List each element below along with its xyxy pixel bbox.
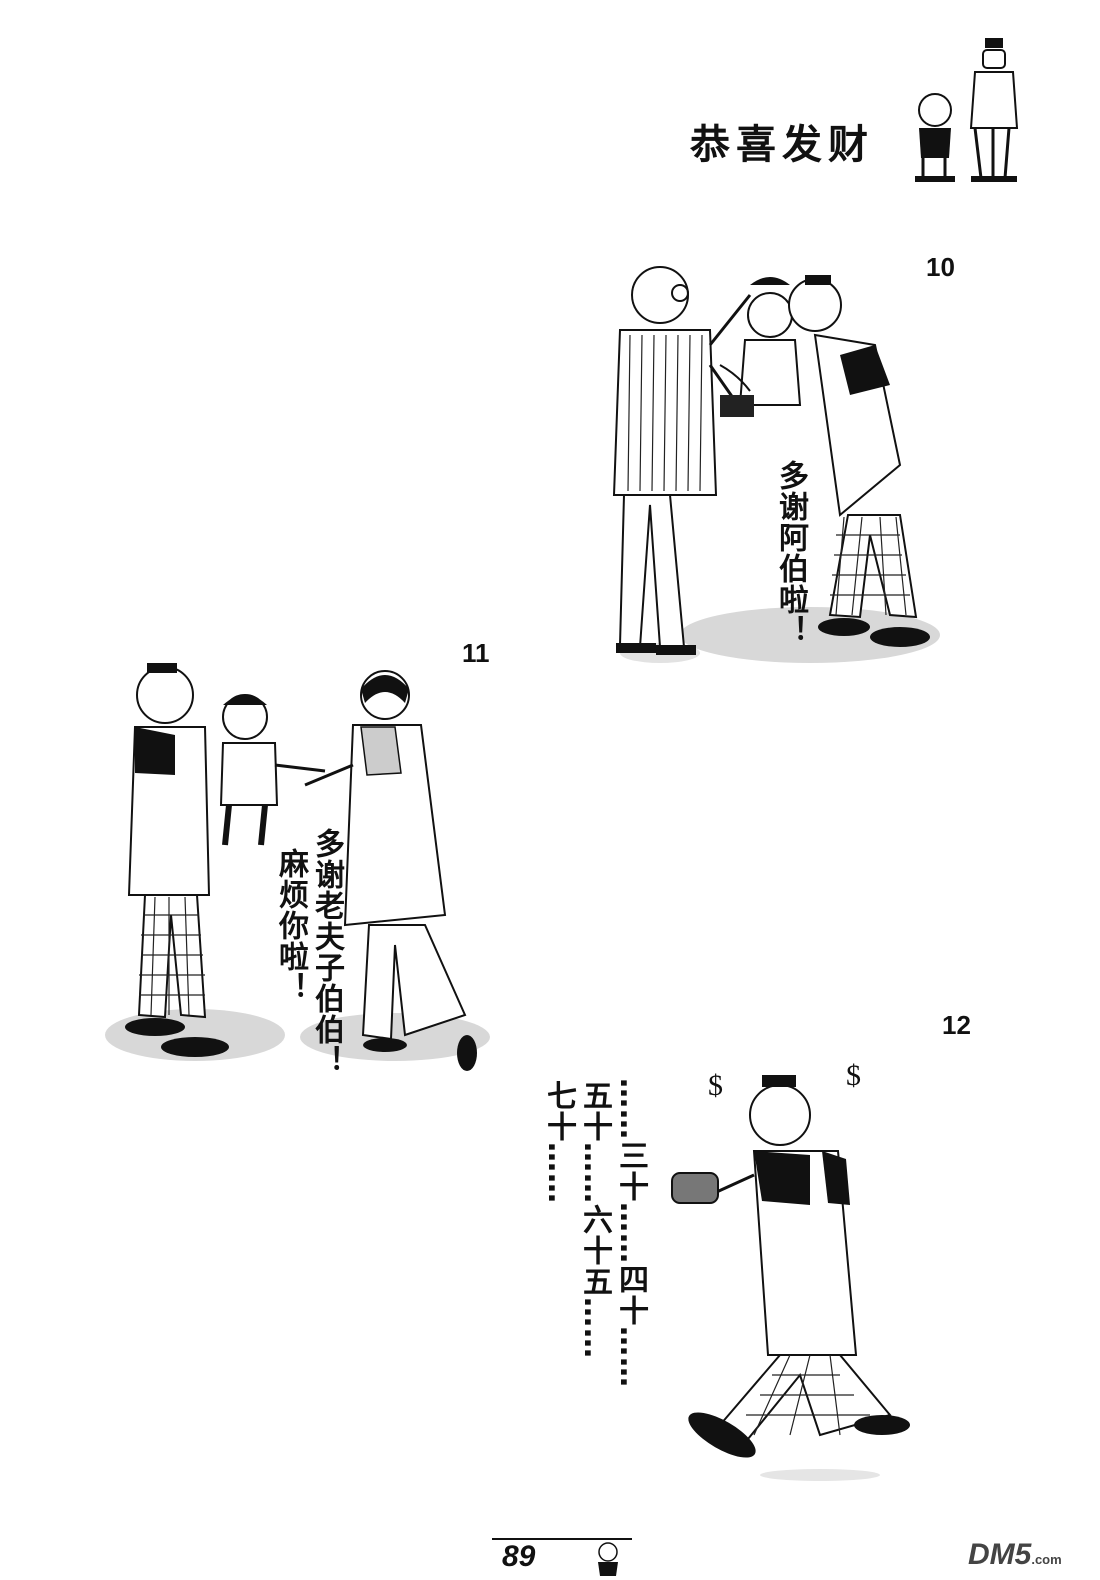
- page-number-frame: [492, 1538, 632, 1580]
- panel-11-speech-master: 麻烦你啦！: [273, 848, 308, 1003]
- panel-12-speech-line-2: 五十……六十五……: [577, 1080, 612, 1359]
- panel-12-speech-line-3: 七十……: [541, 1080, 576, 1204]
- panel-11-number: 11: [462, 638, 490, 668]
- site-watermark: DM5.com: [968, 1538, 1062, 1572]
- watermark-text: DM5: [968, 1538, 1032, 1571]
- corner-mascot-illustration: [915, 38, 1019, 182]
- svg-text:$: $: [846, 1059, 861, 1092]
- panel-12-number: 12: [942, 1010, 971, 1040]
- panel-10-number: 10: [926, 252, 955, 282]
- panel-11-speech-woman: 多谢老夫子伯伯！: [309, 828, 344, 1076]
- page-title: 恭喜发财: [690, 122, 874, 168]
- watermark-suffix: .com: [1031, 1552, 1062, 1567]
- panel-10-illustration: [612, 266, 940, 663]
- footer-mascot-icon: [598, 1542, 618, 1576]
- page-number: 89: [502, 1540, 536, 1573]
- panel-12-illustration: $ $: [671, 1059, 910, 1481]
- panel-12-speech-line-1: ……三十……四十……: [613, 1078, 648, 1388]
- panel-11-illustration: [105, 663, 490, 1071]
- svg-text:$: $: [708, 1069, 723, 1102]
- panel-10-speech: 多谢阿伯啦！: [773, 460, 808, 646]
